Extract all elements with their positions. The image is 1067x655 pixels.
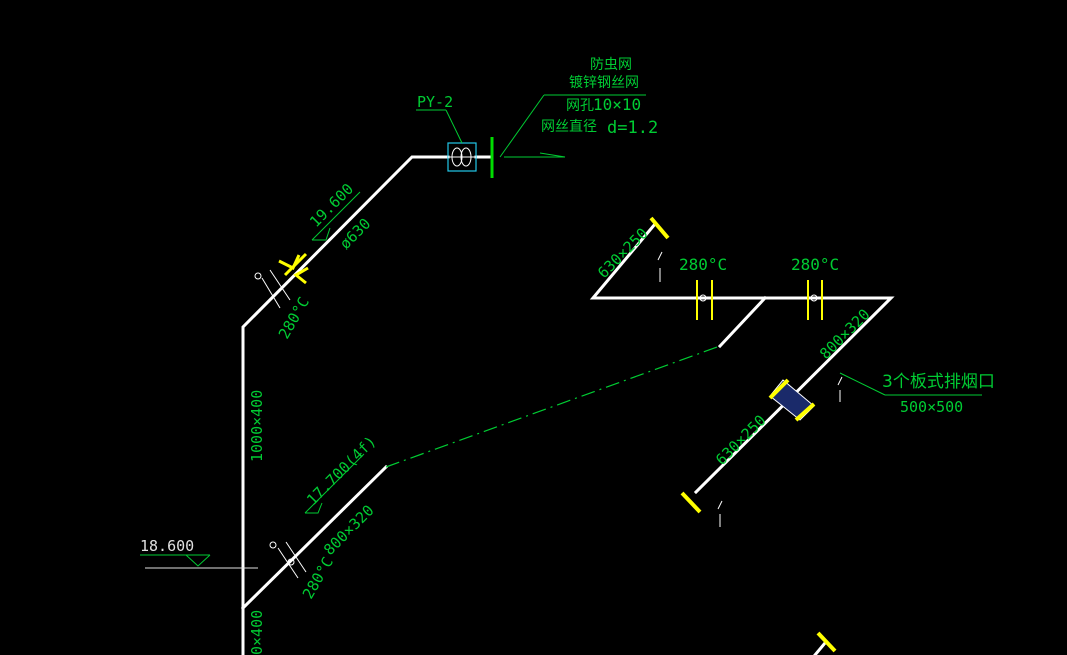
temp-label-4f: 280°C: [299, 554, 337, 602]
temp-label-1: 280°C: [275, 294, 313, 342]
fan-py2: [416, 109, 477, 172]
fire-damper-top-left: [696, 280, 713, 320]
dashed-hidden-duct: [385, 345, 721, 468]
elevation-marker-left: [140, 554, 211, 567]
elevation-marker-4f: [304, 453, 365, 514]
leader-630-top: [657, 251, 663, 282]
screen-material: 镀锌钢丝网: [569, 74, 639, 91]
outlet-size: 500×500: [900, 398, 963, 416]
fire-damper-4f: [269, 541, 307, 579]
main-riser-duct: [241, 155, 450, 655]
diameter-label: ø630: [336, 215, 374, 253]
elevation-top-label: 19.600: [306, 180, 357, 231]
fire-damper-upper: [254, 252, 309, 309]
riser-size-label-lower: 0×400: [248, 610, 266, 655]
fan-tag-label: PY-2: [417, 93, 453, 111]
wire-dia-value: d=1.2: [607, 118, 658, 138]
screen-title: 防虫网: [590, 57, 632, 73]
bottom-right-duct-stub: [813, 640, 828, 655]
branch-size-4f-label: 800×320: [320, 501, 377, 558]
fire-damper-top-right: [807, 280, 823, 320]
size-630x250-lower: 630×250: [712, 411, 769, 468]
elevation-4f-label: 17.700(4f): [303, 432, 380, 509]
branch-duct-4f: [240, 464, 389, 611]
mesh-size: 10×10: [593, 95, 641, 114]
mesh-prefix: 网孔: [566, 98, 594, 114]
fan-tag-leader: [445, 109, 463, 144]
screen-leader: [499, 94, 646, 158]
elevation-marker-top: [311, 191, 361, 241]
leader-630-lower: [717, 500, 723, 527]
temp-label-2: 280°C: [679, 255, 727, 274]
yellow-cap-bottom: [680, 491, 702, 514]
temp-label-3: 280°C: [791, 255, 839, 274]
size-630x250-top: 630×250: [594, 224, 651, 281]
outlet-leader-tick: [837, 376, 843, 402]
outlet-title: 3个板式排烟口: [882, 372, 995, 392]
riser-size-label: 1000×400: [248, 390, 266, 462]
elevation-left-label: 18.600: [140, 537, 194, 555]
outlet-leader: [839, 372, 982, 396]
wire-dia-label: 网丝直径: [541, 118, 597, 135]
yellow-cap-bottom-right: [816, 631, 837, 653]
branch-to-dashed: [717, 295, 768, 349]
yellow-cap-top: [649, 216, 670, 240]
size-800x320-right: 800×320: [816, 305, 873, 362]
upper-right-duct: [589, 221, 895, 495]
smoke-exhaust-outlet: [768, 378, 816, 422]
